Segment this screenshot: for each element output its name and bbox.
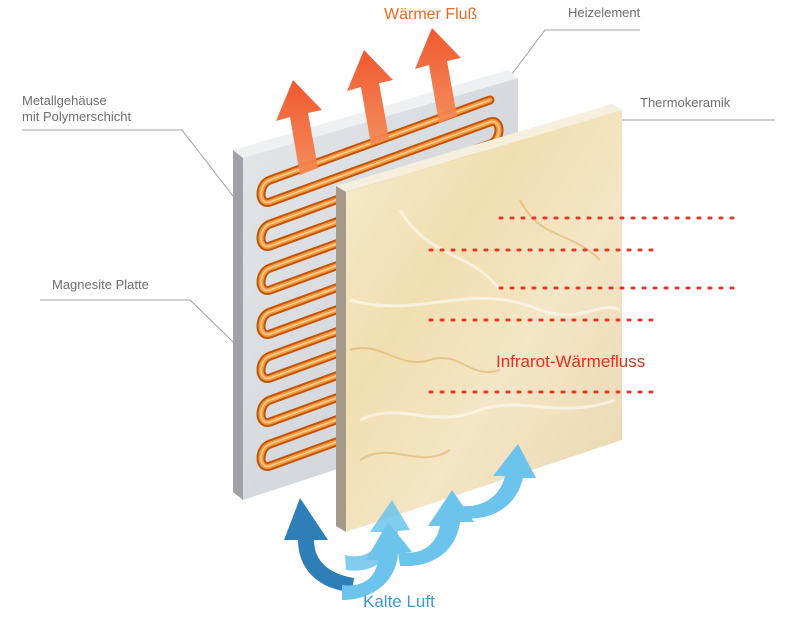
label-magnesite-plate: Magnesite Platte bbox=[52, 277, 149, 292]
curved-arrow-icon bbox=[398, 490, 474, 567]
curved-arrow-icon bbox=[345, 500, 410, 571]
cold-air-arrows bbox=[284, 444, 536, 600]
arrow-up-icon bbox=[415, 28, 461, 123]
label-infrared-flow: Infrarot-Wärmefluss bbox=[496, 352, 646, 371]
arrow-up-icon bbox=[347, 50, 393, 145]
label-cold-air: Kalte Luft bbox=[363, 592, 435, 611]
infrared-dots bbox=[428, 216, 737, 394]
arrow-up-icon bbox=[276, 80, 322, 175]
heating-element bbox=[256, 95, 504, 471]
label-metal-housing-line1: Metallgehäuse bbox=[22, 93, 107, 108]
curved-arrow-icon bbox=[455, 444, 536, 519]
curved-arrow-icon bbox=[284, 498, 354, 592]
label-warm-flow: Wärmer Fluß bbox=[384, 6, 478, 23]
label-thermoceramic: Thermokeramik bbox=[640, 95, 731, 110]
label-metal-housing-line2: mit Polymerschicht bbox=[22, 109, 132, 124]
label-heating-element: Heizelement bbox=[568, 5, 641, 20]
warm-flow-arrows bbox=[276, 28, 461, 175]
